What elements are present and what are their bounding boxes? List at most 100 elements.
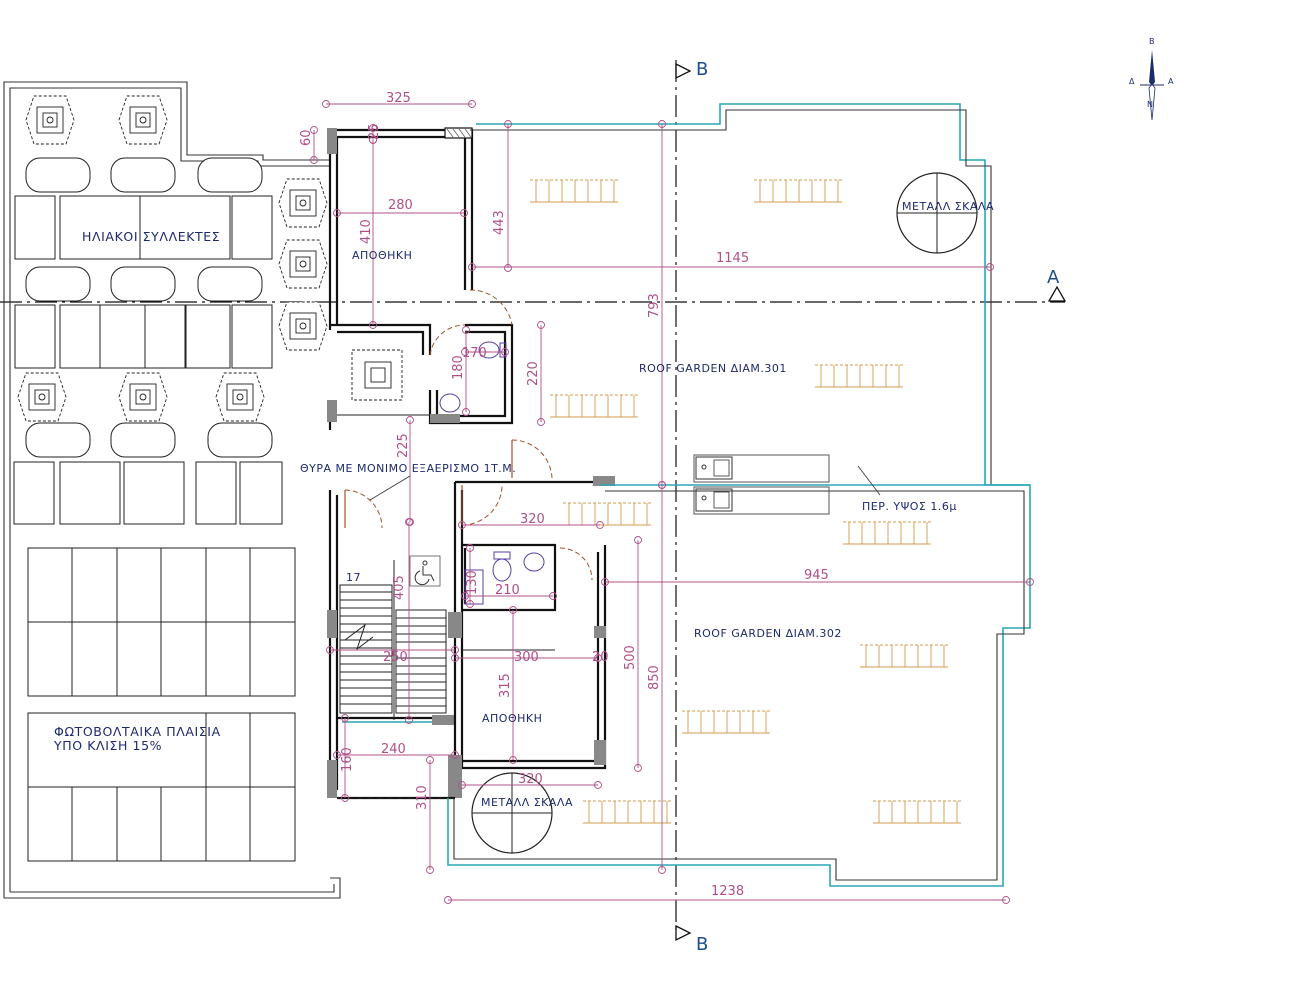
dim-tick bbox=[369, 136, 377, 144]
dim-tick bbox=[986, 263, 994, 271]
dim-tick bbox=[634, 764, 642, 772]
label-pv-line2: ΥΠΟ ΚΛΙΣΗ 15% bbox=[53, 738, 162, 753]
dim-tick bbox=[509, 756, 517, 764]
label-pv-line1: ΦΩΤΟΒΟΛΤΑΙΚΑ ΠΛΑΙΣΙΑ bbox=[54, 724, 221, 739]
compass-south: N bbox=[1147, 100, 1153, 109]
dim-tick bbox=[341, 714, 349, 722]
dim-220: 220 bbox=[526, 361, 541, 386]
dim-443: 443 bbox=[492, 210, 507, 235]
collector-tank bbox=[110, 157, 176, 193]
dim-tick bbox=[310, 156, 318, 164]
solar-tank bbox=[278, 239, 328, 289]
shaft-tank bbox=[351, 349, 403, 401]
collector-tank bbox=[110, 422, 176, 458]
dim-tick bbox=[369, 321, 377, 329]
dim-tick bbox=[405, 518, 413, 526]
section-axes: B B A bbox=[0, 59, 1067, 955]
collector-panel bbox=[195, 461, 237, 525]
label-roof-garden-302: ROOF GARDEN ΔΙΑΜ.302 bbox=[694, 627, 842, 640]
dim-945: 945 bbox=[804, 568, 829, 583]
label-metal-stair-east: ΜΕΤΑΛΛ ΣΚΑΛΑ bbox=[902, 200, 994, 213]
dim-tick bbox=[634, 536, 642, 544]
dim-850: 850 bbox=[647, 665, 662, 690]
dim-310: 310 bbox=[415, 785, 430, 810]
dim-tick bbox=[405, 716, 413, 724]
stair-flights bbox=[339, 560, 447, 720]
dim-tick bbox=[509, 606, 517, 614]
solar-collectors bbox=[13, 157, 283, 525]
collector-tank bbox=[25, 422, 91, 458]
dim-1238: 1238 bbox=[711, 884, 744, 899]
collector-panel bbox=[14, 304, 56, 369]
core-walls bbox=[327, 127, 615, 800]
planting-area bbox=[860, 644, 948, 668]
collector-panel bbox=[144, 304, 186, 369]
planting-area bbox=[873, 800, 961, 824]
dim-250: 250 bbox=[383, 650, 408, 665]
dim-210: 210 bbox=[495, 583, 520, 598]
dim-405: 405 bbox=[392, 575, 407, 600]
dim-tick bbox=[462, 408, 470, 416]
label-door-note: ΘΥΡΑ ΜΕ ΜΟΝΙΜΟ ΕΞΑΕΡΙΣΜΟ 1Τ.Μ. bbox=[300, 462, 516, 475]
collector-panel bbox=[59, 461, 121, 525]
dim-tick bbox=[333, 751, 341, 759]
section-mark-b-bottom: B bbox=[696, 934, 708, 955]
dim-tick bbox=[594, 654, 602, 662]
label-height-note: ΠΕΡ. ΥΨΟΣ 1.6μ bbox=[862, 500, 957, 513]
collector-panel bbox=[239, 461, 283, 525]
dim-20: 20 bbox=[592, 650, 609, 665]
collector-panel bbox=[139, 195, 231, 260]
dim-315: 315 bbox=[498, 673, 513, 698]
label-roof-garden-301: ROOF GARDEN ΔΙΑΜ.301 bbox=[639, 362, 787, 375]
collector-panel bbox=[59, 304, 101, 369]
collector-panel bbox=[231, 304, 273, 369]
planting-area bbox=[682, 710, 770, 734]
terrace-outline bbox=[447, 103, 1031, 887]
dim-tick bbox=[504, 264, 512, 272]
solar-tank bbox=[215, 372, 265, 422]
dim-tick bbox=[596, 521, 604, 529]
section-mark-b-top: B bbox=[696, 59, 708, 80]
dim-tick bbox=[501, 348, 509, 356]
dim-793: 793 bbox=[647, 293, 662, 318]
collector-tank bbox=[207, 422, 273, 458]
compass-north: B bbox=[1149, 37, 1155, 46]
planting-hatch bbox=[530, 179, 961, 824]
compass-rose: B N Δ A bbox=[1129, 37, 1174, 121]
dim-410: 410 bbox=[359, 219, 374, 244]
dim-tick bbox=[451, 646, 459, 654]
dim-tick bbox=[333, 209, 341, 217]
collector-panel bbox=[231, 195, 273, 260]
dim-tick bbox=[310, 126, 318, 134]
collector-panel bbox=[185, 304, 231, 369]
dim-tick bbox=[461, 348, 469, 356]
dim-tick bbox=[341, 794, 349, 802]
dim-tick bbox=[451, 751, 459, 759]
dimension-labels: 325 60 25 280 410 443 1145 793 170 180 2… bbox=[299, 91, 829, 899]
dim-130: 130 bbox=[465, 570, 480, 595]
dim-tick bbox=[462, 326, 470, 334]
collector-panel bbox=[13, 461, 55, 525]
dim-1145: 1145 bbox=[716, 251, 749, 266]
dim-tick bbox=[594, 781, 602, 789]
dim-240: 240 bbox=[381, 742, 406, 757]
dim-320-lower: 320 bbox=[518, 772, 543, 787]
dim-tick bbox=[322, 100, 330, 108]
label-storage-south: ΑΠΟΘΗΚΗ bbox=[482, 712, 542, 725]
dim-tick bbox=[658, 866, 666, 874]
collector-tank bbox=[197, 157, 263, 193]
dim-tick bbox=[504, 120, 512, 128]
solar-tank bbox=[118, 372, 168, 422]
planting-area bbox=[530, 179, 618, 203]
dim-tick bbox=[468, 100, 476, 108]
dim-tick bbox=[1026, 578, 1034, 586]
dim-180: 180 bbox=[451, 355, 466, 380]
dim-tick bbox=[461, 592, 469, 600]
solar-tank bbox=[278, 178, 328, 228]
label-stair-count: 17 bbox=[346, 571, 361, 584]
label-solar-collectors: ΗΛΙΑΚΟΙ ΣΥΛΛΕΚΤΕΣ bbox=[82, 229, 220, 244]
solar-tank bbox=[25, 95, 75, 145]
dim-225: 225 bbox=[396, 433, 411, 458]
wc-fixtures bbox=[409, 341, 545, 605]
collector-panel bbox=[123, 461, 185, 525]
